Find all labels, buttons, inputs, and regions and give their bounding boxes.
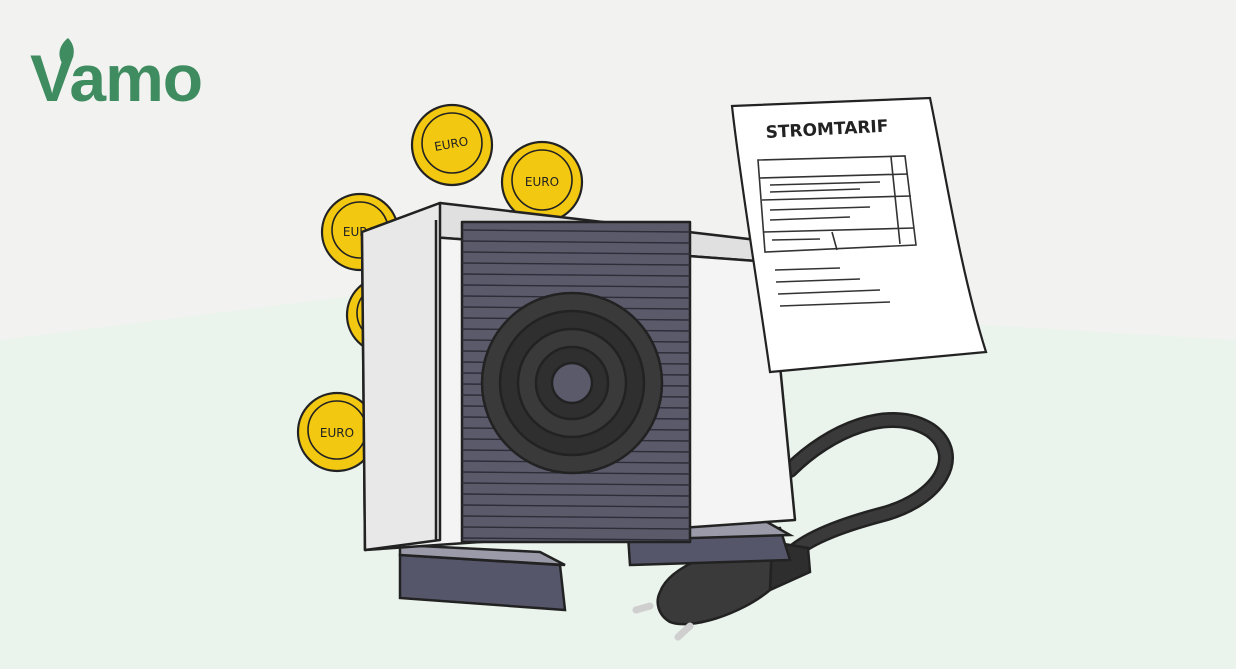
coin-5: EURO — [296, 391, 378, 473]
coin-label: EURO — [320, 426, 354, 440]
coin-2: EURO — [500, 140, 584, 224]
grille-slat — [461, 284, 691, 288]
grille-slat — [461, 537, 691, 541]
logo-text: Vamo — [30, 41, 202, 115]
leaf-icon — [59, 38, 74, 68]
grille-slat — [461, 251, 691, 255]
coin-label: EURO — [433, 134, 469, 154]
grille-slat — [461, 526, 691, 530]
grille-slat — [461, 273, 691, 277]
coin-label: EURO — [525, 175, 559, 189]
grille-slat — [461, 229, 691, 233]
grille-slat — [461, 262, 691, 266]
grille-slat — [461, 493, 691, 497]
coin-1: EURO — [410, 103, 494, 187]
fan-icon — [480, 291, 664, 475]
grille-slat — [461, 515, 691, 519]
tariff-document: STROMTARIF — [730, 96, 988, 374]
grille-slat — [461, 482, 691, 486]
grille-slat — [461, 504, 691, 508]
heat-pump-unit — [360, 201, 802, 552]
grille-slat — [461, 240, 691, 244]
vamo-logo: Vamo — [30, 38, 203, 115]
